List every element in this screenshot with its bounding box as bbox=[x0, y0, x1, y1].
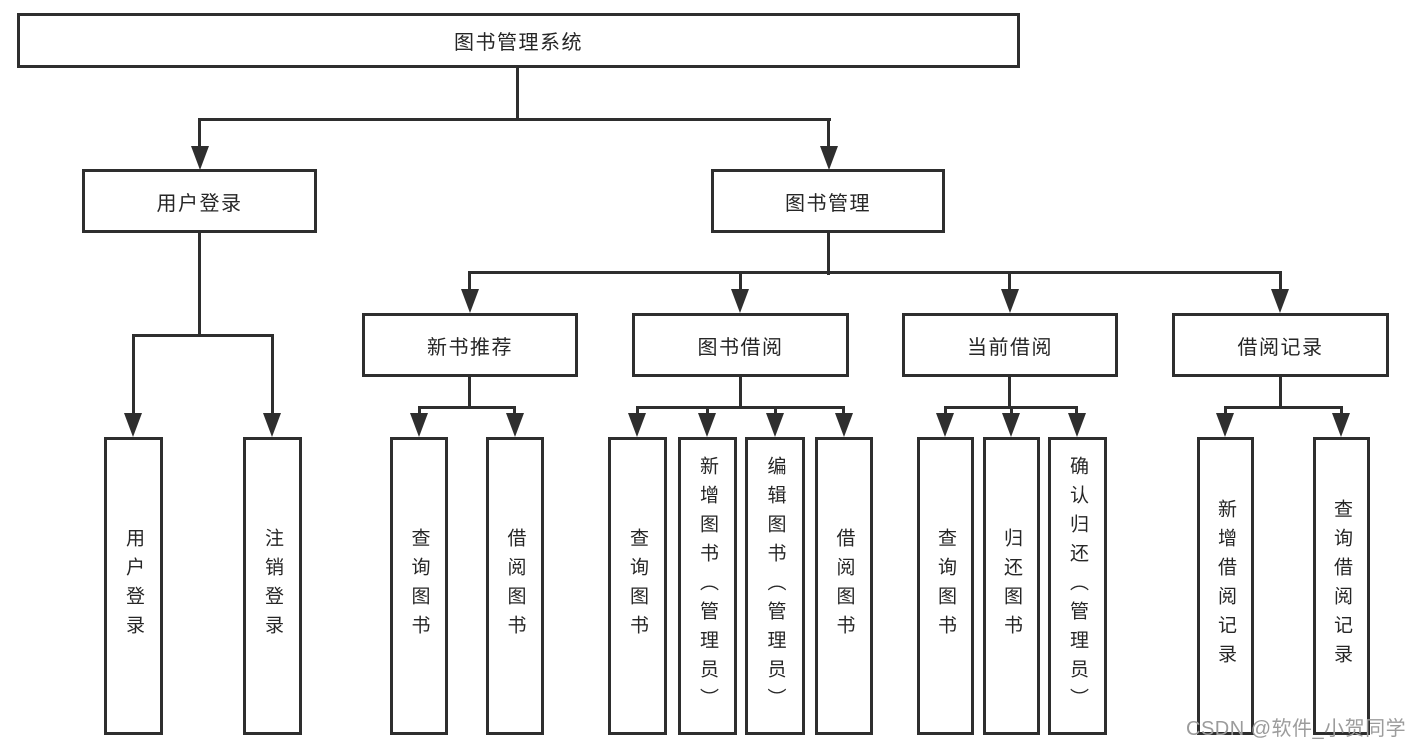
leaf-label: 借阅图书 bbox=[504, 528, 526, 644]
arrow-down-icon bbox=[263, 413, 281, 437]
connector-stem bbox=[513, 406, 516, 416]
connector-stem bbox=[1224, 406, 1227, 416]
leaf-borrow-books-2: 借阅图书 bbox=[815, 437, 873, 735]
leaf-confirm-return-admin: 确认归还（管理员） bbox=[1048, 437, 1107, 735]
node-borrow-records-label: 借阅记录 bbox=[1237, 336, 1324, 359]
connector-fork bbox=[418, 406, 516, 409]
leaf-edit-books-admin: 编辑图书（管理员） bbox=[745, 437, 805, 735]
arrow-down-icon bbox=[1332, 413, 1350, 437]
connector-userlogin-drop bbox=[198, 233, 201, 336]
connector-stem bbox=[774, 406, 777, 416]
leaf-label: 确认归还（管理员） bbox=[1067, 455, 1088, 717]
connector-fork bbox=[1224, 406, 1342, 409]
node-root-label: 图书管理系统 bbox=[454, 32, 583, 54]
connector-l3-fork bbox=[469, 271, 1282, 274]
arrow-down-icon bbox=[1271, 289, 1289, 313]
node-borrow-records: 借阅记录 bbox=[1172, 313, 1389, 377]
csdn-watermark: CSDN @软件_小贺同学 bbox=[1186, 718, 1405, 740]
arrow-down-icon bbox=[766, 413, 784, 437]
leaf-label: 注销登录 bbox=[262, 528, 283, 644]
connector-stem bbox=[1279, 271, 1282, 291]
arrow-down-icon bbox=[731, 289, 749, 313]
leaf-label: 用户登录 bbox=[123, 528, 144, 644]
arrow-down-icon bbox=[124, 413, 142, 437]
node-current-borrow: 当前借阅 bbox=[902, 313, 1118, 377]
leaf-query-books-2: 查询图书 bbox=[608, 437, 667, 735]
connector-stem bbox=[271, 334, 274, 416]
leaf-borrow-books-1: 借阅图书 bbox=[486, 437, 544, 735]
connector-drop bbox=[1008, 377, 1011, 408]
connector-drop bbox=[739, 377, 742, 408]
arrow-down-icon bbox=[191, 146, 209, 170]
connector-fork bbox=[636, 406, 845, 409]
connector-stem bbox=[1010, 406, 1013, 416]
node-new-book-recommend-label: 新书推荐 bbox=[427, 336, 513, 359]
leaf-label: 借阅图书 bbox=[833, 528, 855, 644]
node-root: 图书管理系统 bbox=[17, 13, 1020, 68]
connector-stem bbox=[842, 406, 845, 416]
connector-stem bbox=[468, 271, 471, 291]
leaf-label: 新增图书（管理员） bbox=[697, 455, 718, 717]
leaf-label: 编辑图书（管理员） bbox=[764, 455, 786, 717]
connector-l2-stem-right bbox=[827, 118, 830, 150]
node-book-borrow: 图书借阅 bbox=[632, 313, 849, 377]
leaf-query-borrow-record: 查询借阅记录 bbox=[1313, 437, 1370, 735]
arrow-down-icon bbox=[506, 413, 524, 437]
connector-l2-fork bbox=[199, 118, 831, 121]
connector-l2-stem-left bbox=[198, 118, 201, 150]
arrow-down-icon bbox=[698, 413, 716, 437]
node-book-management-label: 图书管理 bbox=[785, 192, 871, 215]
leaf-add-books-admin: 新增图书（管理员） bbox=[678, 437, 737, 735]
node-new-book-recommend: 新书推荐 bbox=[362, 313, 578, 377]
leaf-user-login: 用户登录 bbox=[104, 437, 163, 735]
connector-stem bbox=[739, 271, 742, 291]
node-user-login: 用户登录 bbox=[82, 169, 317, 233]
leaf-logout: 注销登录 bbox=[243, 437, 302, 735]
node-user-login-label: 用户登录 bbox=[156, 192, 243, 215]
arrow-down-icon bbox=[820, 146, 838, 170]
leaf-label: 查询图书 bbox=[935, 528, 956, 644]
connector-stem bbox=[636, 406, 639, 416]
connector-stem bbox=[418, 406, 421, 416]
node-book-management: 图书管理 bbox=[711, 169, 945, 233]
arrow-down-icon bbox=[628, 413, 646, 437]
arrow-down-icon bbox=[1002, 413, 1020, 437]
leaf-label: 查询借阅记录 bbox=[1331, 499, 1352, 673]
arrow-down-icon bbox=[1068, 413, 1086, 437]
node-book-borrow-label: 图书借阅 bbox=[697, 336, 784, 359]
leaf-query-books-3: 查询图书 bbox=[917, 437, 974, 735]
connector-stem bbox=[706, 406, 709, 416]
connector-bookmgmt-drop bbox=[827, 233, 830, 275]
leaf-query-books-1: 查询图书 bbox=[390, 437, 448, 735]
connector-root-drop bbox=[516, 68, 519, 120]
leaf-label: 新增借阅记录 bbox=[1215, 499, 1236, 673]
leaf-label: 查询图书 bbox=[627, 528, 648, 644]
connector-stem bbox=[1075, 406, 1078, 416]
connector-drop bbox=[1279, 377, 1282, 408]
node-current-borrow-label: 当前借阅 bbox=[967, 336, 1053, 359]
arrow-down-icon bbox=[410, 413, 428, 437]
connector-stem bbox=[944, 406, 947, 416]
leaf-label: 归还图书 bbox=[1001, 528, 1022, 644]
arrow-down-icon bbox=[1216, 413, 1234, 437]
leaf-label: 查询图书 bbox=[408, 528, 430, 644]
arrow-down-icon bbox=[936, 413, 954, 437]
leaf-add-borrow-record: 新增借阅记录 bbox=[1197, 437, 1254, 735]
arrow-down-icon bbox=[1001, 289, 1019, 313]
arrow-down-icon bbox=[835, 413, 853, 437]
leaf-return-books: 归还图书 bbox=[983, 437, 1040, 735]
arrow-down-icon bbox=[461, 289, 479, 313]
connector-userlogin-fork bbox=[132, 334, 274, 337]
connector-stem bbox=[1340, 406, 1343, 416]
connector-drop bbox=[468, 377, 471, 408]
connector-stem bbox=[1008, 271, 1011, 291]
connector-stem bbox=[132, 334, 135, 416]
